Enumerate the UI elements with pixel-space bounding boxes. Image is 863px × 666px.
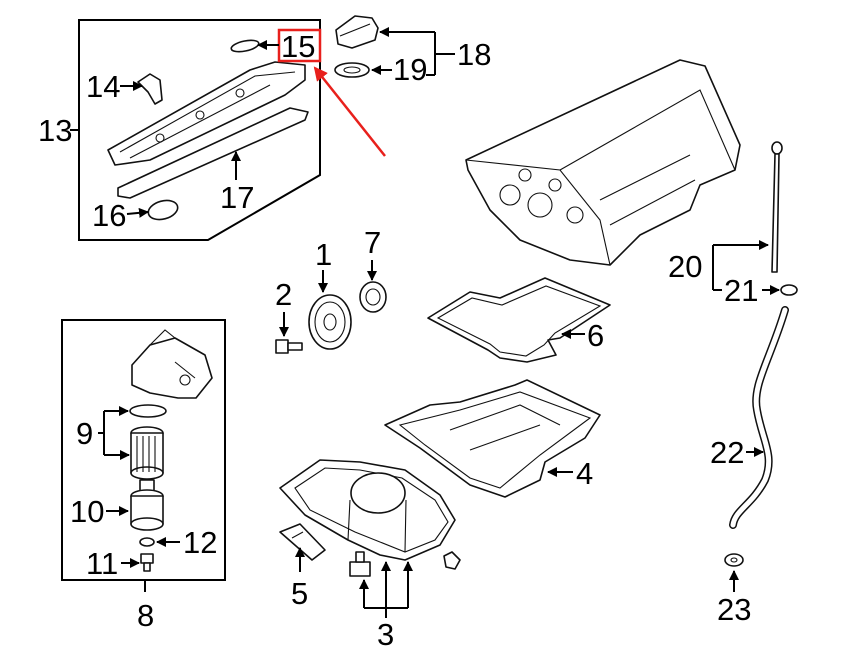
callout-1: 1	[315, 237, 332, 272]
drain-bolt-11	[140, 553, 154, 572]
oil-pan	[279, 459, 456, 561]
callout-5: 5	[291, 576, 308, 611]
leader-16	[126, 207, 149, 218]
valve-cover-gasket	[117, 107, 309, 199]
dipstick-seal	[780, 284, 798, 296]
callout-7: 7	[364, 225, 381, 260]
valve-cover	[107, 61, 306, 166]
group-box-13	[78, 19, 321, 241]
washer-23	[724, 553, 744, 567]
crank-pulley	[308, 294, 352, 350]
callout-6: 6	[587, 318, 604, 353]
callout-2: 2	[275, 277, 292, 312]
windage-tray	[384, 379, 601, 498]
callout-16: 16	[92, 198, 126, 233]
sensor-14	[137, 73, 163, 105]
callout-4: 4	[576, 456, 593, 491]
callout-17: 17	[220, 180, 254, 215]
seal-15	[230, 39, 260, 53]
oil-level-sensor	[349, 551, 371, 577]
oil-pan-gasket	[427, 277, 611, 363]
pulley-bolt	[275, 339, 303, 354]
callout-22: 22	[710, 435, 744, 470]
callout-10: 10	[70, 494, 104, 529]
drain-plug	[443, 551, 461, 570]
filter-cap	[130, 479, 164, 531]
highlight-arrow	[313, 66, 386, 157]
callout-20: 20	[668, 249, 702, 284]
callout-3: 3	[377, 617, 394, 652]
callout-15: 15	[281, 29, 315, 64]
sealant-tube	[279, 523, 326, 561]
filler-cap-seal	[334, 62, 370, 78]
callout-12: 12	[183, 525, 217, 560]
engine-block	[465, 59, 741, 266]
oil-filter-element	[130, 426, 164, 480]
drain-washer-12	[139, 537, 155, 547]
dipstick	[771, 141, 783, 273]
front-seal	[359, 281, 387, 313]
callout-11: 11	[86, 546, 118, 581]
callout-8: 8	[137, 598, 154, 633]
callout-19: 19	[393, 52, 427, 87]
callout-14: 14	[86, 69, 120, 104]
callout-21: 21	[724, 273, 758, 308]
callout-18: 18	[457, 37, 491, 72]
housing-o-ring	[129, 404, 167, 418]
group-box-8	[61, 319, 226, 581]
callout-13: 13	[38, 113, 72, 148]
callout-23: 23	[717, 592, 751, 627]
grommet-16	[147, 199, 179, 221]
oil-filler-cap	[335, 15, 379, 49]
callout-9: 9	[76, 416, 93, 451]
oil-filter-housing	[131, 329, 213, 399]
